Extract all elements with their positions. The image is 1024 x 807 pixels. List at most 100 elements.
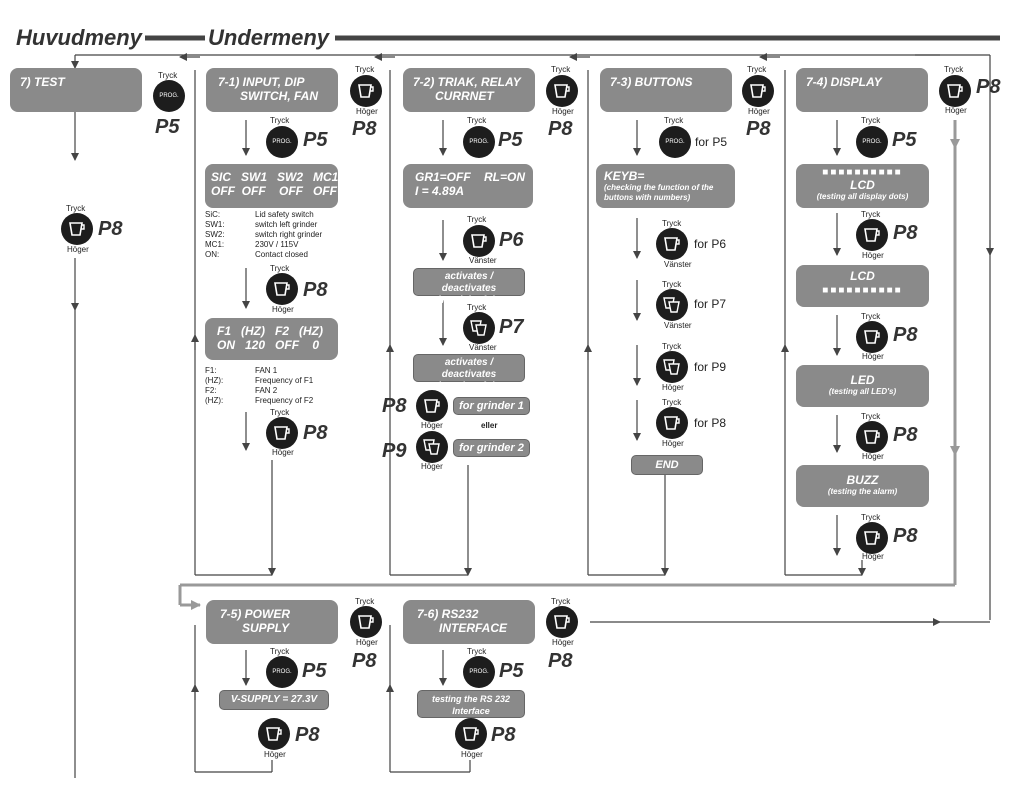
menu-7-3-title: 7-3) BUTTONS: [610, 75, 693, 89]
key-p5: P5: [892, 129, 917, 151]
cup-button-icon: [416, 390, 448, 422]
legend-value: Contact closed: [255, 250, 308, 259]
end-label: END: [655, 459, 679, 471]
grinder-1-label: for grinder 1: [459, 400, 524, 412]
legend-row: (HZ):Frequency of F1: [205, 376, 313, 386]
cup-button-icon: [266, 273, 298, 305]
right-label: Höger: [552, 107, 574, 116]
test-menu-box: 7) TEST: [10, 68, 142, 112]
cup-button-icon: [350, 606, 382, 638]
prog-label: PROG.: [665, 139, 685, 145]
legend-row: SW2:switch right grinder: [205, 230, 322, 240]
legend-key: ON:: [205, 250, 220, 259]
key-p8: P8: [548, 118, 573, 140]
triak-info-pill: activates / deactivates the triak of the…: [413, 268, 525, 318]
prog-button-icon: PROG.: [463, 126, 495, 158]
right-label: Höger: [552, 638, 574, 647]
grinder-2-label: for grinder 2: [459, 442, 524, 454]
press-label: Tryck: [270, 116, 290, 125]
prog-label: PROG.: [469, 669, 489, 675]
menu-7-2-title-1: 7-2) TRIAK, RELAY: [413, 75, 521, 89]
grinder-1-pill: for grinder 1: [453, 397, 530, 415]
press-label: Tryck: [861, 412, 881, 421]
key-p8: P8: [893, 324, 918, 346]
key-p8: P8: [303, 422, 328, 444]
lcd-dot-row: ■■■■■■■■■■: [822, 167, 903, 178]
press-label: Tryck: [467, 116, 487, 125]
legend-value: switch right grinder: [255, 230, 323, 239]
menu-7-2-title-2: CURRNET: [435, 89, 494, 103]
cup-button-icon: [546, 75, 578, 107]
press-label: Tryck: [551, 65, 571, 74]
rs232-pill: testing the RS 232 Interface: [417, 690, 525, 718]
right-label: Höger: [264, 750, 286, 759]
press-label: Tryck: [551, 597, 571, 606]
cup-button-icon: [266, 417, 298, 449]
legend-key: MC1:: [205, 240, 225, 249]
menu-7-6-box: 7-6) RS232 INTERFACE: [403, 600, 535, 644]
buzz-label: BUZZ: [846, 473, 879, 487]
right-label: Höger: [356, 638, 378, 647]
cup-button-icon: [939, 75, 971, 107]
end-pill: END: [631, 455, 703, 475]
key-p8: P8: [295, 724, 320, 746]
prog-label: PROG.: [159, 93, 179, 99]
menu-7-5-title-1: 7-5) POWER: [220, 607, 291, 621]
legend-value: Frequency of F1: [255, 376, 314, 385]
cup-button-icon: [856, 421, 888, 453]
prog-button-icon: PROG.: [659, 126, 691, 158]
press-label: Tryck: [158, 71, 178, 80]
key-p5: P5: [303, 129, 328, 151]
keyb-sub-1: (checking the function of the: [604, 183, 714, 192]
cup-button-icon: [455, 718, 487, 750]
key-p8: P8: [491, 724, 516, 746]
cup-button-icon: [856, 522, 888, 554]
prog-label: PROG.: [272, 139, 292, 145]
for-p6-label: for P6: [694, 237, 727, 251]
key-p8: P8: [893, 424, 918, 446]
for-p9-label: for P9: [694, 360, 727, 374]
left-label: Vänster: [664, 260, 692, 269]
double-cup-button-icon: [656, 351, 688, 383]
triak-status-box: GR1=OFF RL=ON I = 4.89A: [403, 164, 533, 208]
key-p8: P8: [382, 395, 407, 417]
key-p8: P8: [98, 218, 123, 240]
lcd-sub: (testing all display dots): [816, 192, 909, 201]
press-label: Tryck: [944, 65, 964, 74]
press-label: Tryck: [467, 215, 487, 224]
cup-button-icon: [856, 219, 888, 251]
status-values: OFF OFF OFF OFF: [211, 184, 337, 198]
left-label: Vänster: [469, 256, 497, 265]
legend-row: SW1:switch left grinder: [205, 220, 322, 230]
menu-7-3-box: 7-3) BUTTONS: [600, 68, 732, 112]
right-label: Höger: [662, 383, 684, 392]
lcd-dots-box: ■■■■■■■■■■ LCD (testing all display dots…: [796, 164, 929, 208]
left-label: Vänster: [664, 321, 692, 330]
press-label: Tryck: [467, 647, 487, 656]
legend-row: MC1: 230V / 115V: [205, 240, 322, 250]
legend-value: FAN 1: [255, 366, 278, 375]
key-p8: P8: [352, 650, 377, 672]
press-label: Tryck: [664, 116, 684, 125]
key-p5: P5: [302, 660, 327, 682]
right-label: Höger: [862, 251, 884, 260]
right-label: Höger: [862, 552, 884, 561]
sub-menu-header: Undermeny: [206, 25, 332, 51]
triak-status-line-2: I = 4.89A: [415, 184, 465, 198]
vsupply-pill: V-SUPPLY = 27.3V: [219, 690, 329, 710]
lcd-label: LCD: [850, 269, 875, 283]
legend-value: Frequency of F2: [255, 396, 314, 405]
key-p5: P5: [498, 129, 523, 151]
legend-value: 230V / 115V: [255, 240, 299, 249]
right-label: Höger: [356, 107, 378, 116]
cup-button-icon: [258, 718, 290, 750]
buzz-sub: (testing the alarm): [827, 487, 898, 496]
double-cup-button-icon: [656, 289, 688, 321]
press-label: Tryck: [861, 116, 881, 125]
main-menu-header: Huvudmeny: [14, 25, 144, 51]
prog-button-icon: PROG.: [266, 126, 298, 158]
lcd-box-2: LCD ■■■■■■■■■■: [796, 265, 929, 307]
legend-key: (HZ):: [205, 396, 224, 405]
